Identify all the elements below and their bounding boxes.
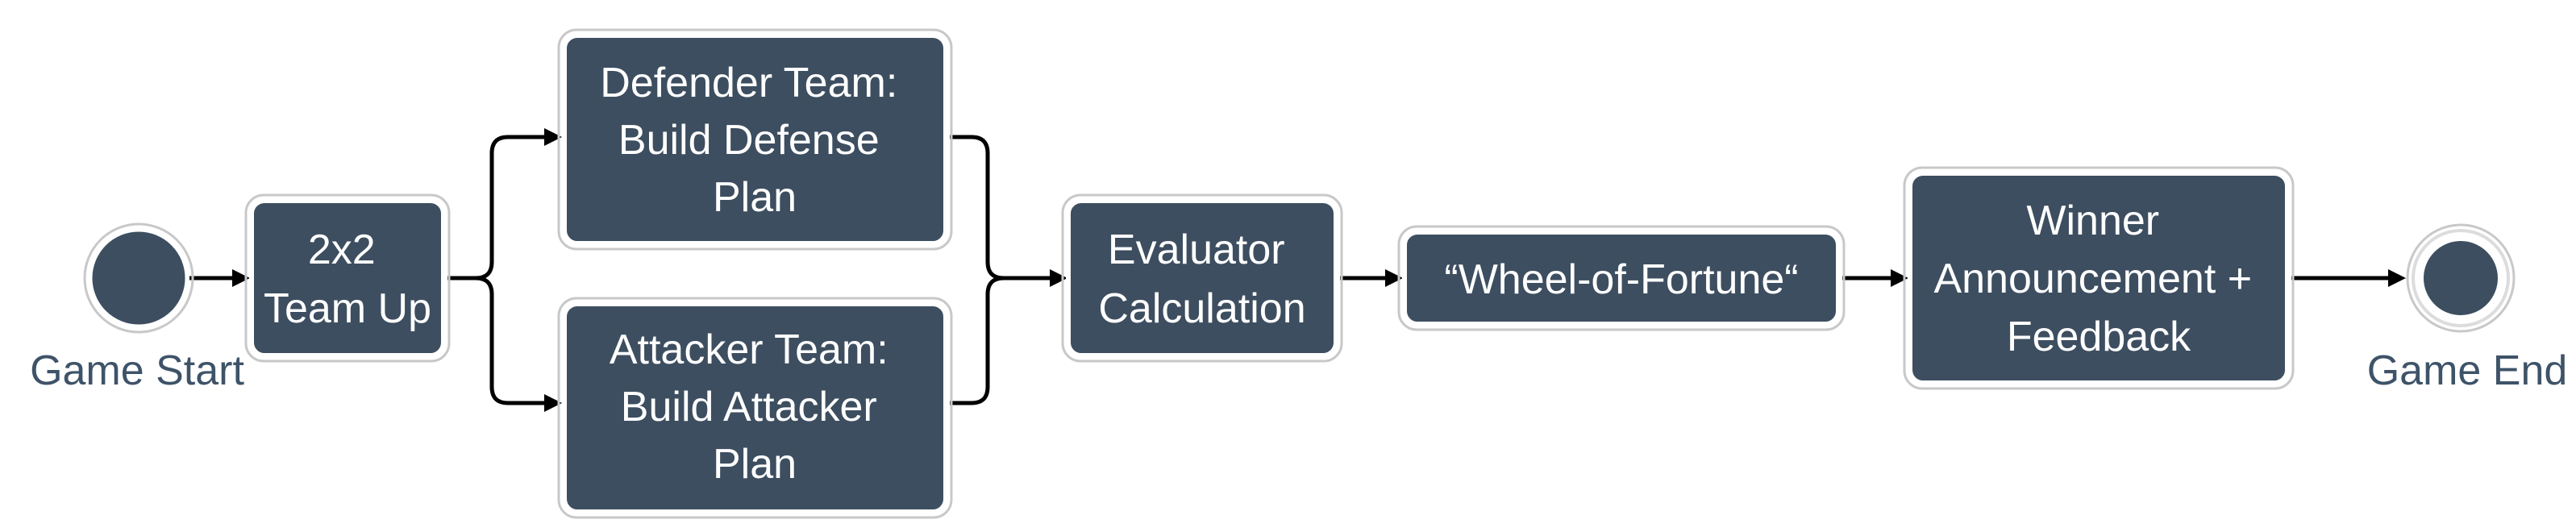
team-up-line-2: Team Up <box>264 285 431 332</box>
defender-line-3: Plan <box>713 174 797 221</box>
start-event: Game Start <box>30 222 244 394</box>
winner-line-3: Feedback <box>2007 314 2191 360</box>
node-winner: Winner Announcement + Feedback <box>1903 166 2295 390</box>
edge-attacker-to-evaluator <box>950 276 1050 405</box>
wheel-line-1: “Wheel-of-Fortune“ <box>1444 256 1798 303</box>
team-up-line-1: 2x2 <box>308 227 376 273</box>
node-wheel-of-fortune: “Wheel-of-Fortune“ <box>1397 225 1846 331</box>
arrowhead-teamup <box>232 269 250 287</box>
edge-teamup-to-attacker <box>447 276 544 405</box>
end-circle <box>2420 238 2501 318</box>
defender-text: Defender Team: Build Defense Plan <box>600 60 909 221</box>
evaluator-line-1: Evaluator <box>1108 227 1285 273</box>
attacker-line-1: Attacker Team: <box>610 326 888 373</box>
arrowhead-winner <box>1891 269 1908 287</box>
arrowhead-wheel <box>1385 269 1403 287</box>
team-up-text: 2x2 Team Up <box>264 227 431 332</box>
node-attacker: Attacker Team: Build Attacker Plan <box>557 297 953 519</box>
defender-line-1: Defender Team: <box>600 60 897 106</box>
evaluator-text: Evaluator Calculation <box>1098 227 1305 332</box>
attacker-line-3: Plan <box>713 441 797 488</box>
wheel-text: “Wheel-of-Fortune“ <box>1444 256 1798 303</box>
start-label: Game Start <box>30 347 244 394</box>
end-event: Game End <box>2367 223 2568 394</box>
arrowhead-evaluator <box>1050 269 1067 287</box>
attacker-line-2: Build Attacker <box>621 384 877 430</box>
defender-line-2: Build Defense <box>618 117 880 164</box>
evaluator-line-2: Calculation <box>1098 285 1305 332</box>
edges <box>189 128 2406 412</box>
edge-teamup-to-defender <box>447 135 544 281</box>
arrowhead-attacker <box>544 394 562 412</box>
end-label: Game End <box>2367 347 2568 394</box>
edge-defender-to-evaluator <box>950 135 1050 281</box>
attacker-text: Attacker Team: Build Attacker Plan <box>610 326 900 488</box>
winner-line-1: Winner <box>2026 197 2159 244</box>
winner-text: Winner Announcement + Feedback <box>1933 197 2263 360</box>
node-evaluator: Evaluator Calculation <box>1061 193 1343 363</box>
end-middle-ring <box>2412 229 2510 327</box>
start-circle <box>88 227 189 329</box>
arrowhead-end <box>2388 269 2406 287</box>
node-defender: Defender Team: Build Defense Plan <box>557 28 953 251</box>
winner-line-2: Announcement + <box>1933 256 2252 302</box>
node-team-up: 2x2 Team Up <box>244 193 451 363</box>
arrowhead-defender <box>544 128 562 146</box>
